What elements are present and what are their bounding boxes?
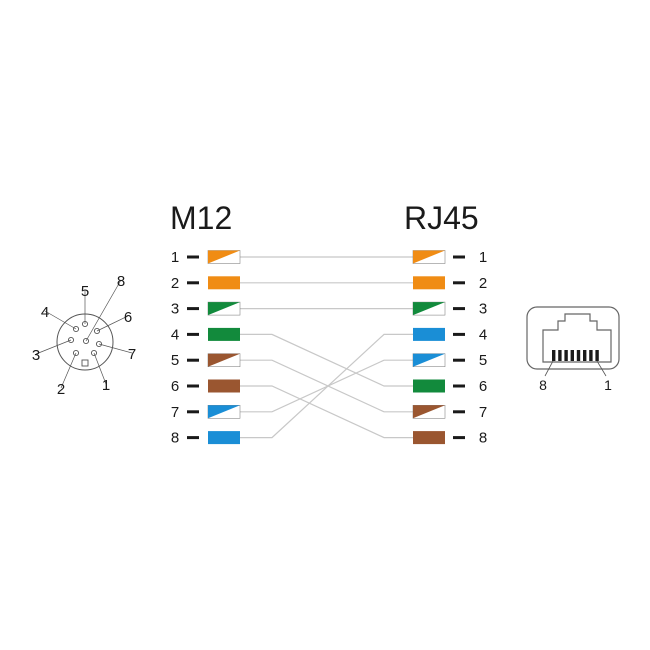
m12-pin-hole — [72, 349, 80, 357]
m12-pin-number: 7 — [171, 404, 179, 421]
wire-color-swatch — [412, 250, 446, 264]
m12-pin-number: 2 — [171, 275, 179, 292]
wire-color-swatch — [207, 404, 241, 419]
wire-color-swatch — [208, 276, 240, 290]
m12-pin-hole — [67, 336, 75, 344]
wire — [240, 385, 413, 439]
rj45-pin-row: 4 — [413, 326, 487, 343]
rj45-contact — [552, 350, 556, 361]
m12-leader-line — [98, 343, 133, 354]
m12-pin-row: 1 — [171, 249, 241, 266]
rj45-socket-opening — [542, 313, 612, 363]
m12-pin-number: 1 — [171, 249, 179, 266]
m12-pin-row: 6 — [171, 378, 240, 395]
m12-pin-number: 4 — [171, 326, 179, 343]
m12-pin-row: 2 — [171, 275, 240, 292]
wire-color-swatch — [413, 379, 445, 393]
m12-pin-hole — [82, 337, 90, 345]
m12-pin-hole — [90, 349, 98, 357]
m12-face-pin-label: 7 — [128, 346, 136, 363]
m12-pin-row: 8 — [171, 430, 240, 447]
m12-title: M12 — [170, 200, 232, 236]
wire-color-swatch — [412, 301, 446, 316]
m12-leader-line — [60, 352, 77, 389]
wire-color-swatch — [207, 301, 241, 316]
rj45-contact — [589, 350, 593, 361]
m12-leader-line — [93, 352, 107, 385]
rj45-pin-8-label: 8 — [539, 377, 547, 393]
m12-leader-line — [44, 310, 77, 330]
m12-face-pin-label: 3 — [32, 347, 40, 364]
rj45-face-outline — [526, 306, 620, 370]
rj45-pin-row: 3 — [412, 301, 487, 318]
rj45-pin-row: 7 — [412, 404, 487, 421]
rj45-contact — [583, 350, 587, 361]
wire-color-swatch — [208, 431, 240, 445]
wire-color-swatch — [208, 327, 240, 341]
m12-face-pin-label: 5 — [81, 283, 89, 300]
m12-leader-line — [35, 339, 72, 355]
wire-color-swatch — [413, 276, 445, 290]
m12-pin-number: 6 — [171, 378, 179, 395]
m12-leader-line — [96, 315, 129, 332]
rj45-leader-line — [544, 360, 554, 377]
m12-pin-number: 8 — [171, 430, 179, 447]
m12-pin-number: 3 — [171, 301, 179, 318]
rj45-contact — [576, 350, 581, 361]
m12-pin-hole — [95, 340, 103, 348]
wire-color-swatch — [413, 431, 445, 445]
m12-face-pin-label: 6 — [124, 309, 132, 326]
rj45-leader-line — [596, 360, 607, 377]
rj45-contact — [570, 350, 574, 361]
m12-key-notch — [81, 359, 89, 367]
m12-face-pin-label: 8 — [117, 273, 125, 290]
rj45-pin-number: 3 — [479, 301, 487, 318]
rj45-pin-number: 8 — [479, 430, 487, 447]
m12-pin-row: 5 — [171, 352, 241, 369]
rj45-pin-row: 8 — [413, 430, 487, 447]
rj45-contact — [564, 350, 568, 361]
rj45-pin-number: 5 — [479, 352, 487, 369]
rj45-pin-1-label: 1 — [604, 377, 612, 393]
rj45-pin-number: 7 — [479, 404, 487, 421]
wire — [240, 333, 413, 387]
wire-color-swatch — [207, 353, 241, 368]
wire-color-swatch — [412, 404, 446, 419]
m12-pin-row: 4 — [171, 326, 240, 343]
wire — [240, 333, 413, 439]
m12-pin-row: 7 — [171, 404, 241, 421]
rj45-title: RJ45 — [404, 200, 479, 236]
rj45-pin-row: 1 — [412, 249, 487, 266]
m12-leader-line — [85, 279, 122, 342]
m12-face-pin-label: 4 — [41, 304, 49, 321]
wire-color-swatch — [412, 353, 446, 368]
rj45-pin-number: 6 — [479, 378, 487, 395]
rj45-contact — [558, 350, 562, 361]
rj45-pin-row: 2 — [413, 275, 487, 292]
rj45-pin-column: 1 2 3 4 5 6 7 8 — [412, 249, 487, 447]
rj45-pin-number: 4 — [479, 326, 487, 343]
rj45-pin-number: 1 — [479, 249, 487, 266]
rj45-pin-row: 5 — [412, 352, 487, 369]
rj45-contact — [595, 350, 599, 361]
wire-color-swatch — [207, 250, 241, 264]
rj45-pin-number: 2 — [479, 275, 487, 292]
wire-color-swatch — [413, 327, 445, 341]
rj45-contacts — [552, 350, 599, 361]
m12-pin-hole — [72, 325, 80, 333]
rj45-pin-row: 6 — [413, 378, 487, 395]
m12-pin-hole — [93, 327, 101, 335]
wire-group — [240, 256, 413, 439]
wire-color-swatch — [208, 379, 240, 393]
m12-face-pin-label: 1 — [102, 377, 110, 394]
m12-pin-number: 5 — [171, 352, 179, 369]
m12-face-pin-label: 2 — [57, 381, 65, 398]
m12-pin-column: 1 2 3 4 5 6 7 8 — [171, 249, 241, 447]
m12-pin-row: 3 — [171, 301, 241, 318]
